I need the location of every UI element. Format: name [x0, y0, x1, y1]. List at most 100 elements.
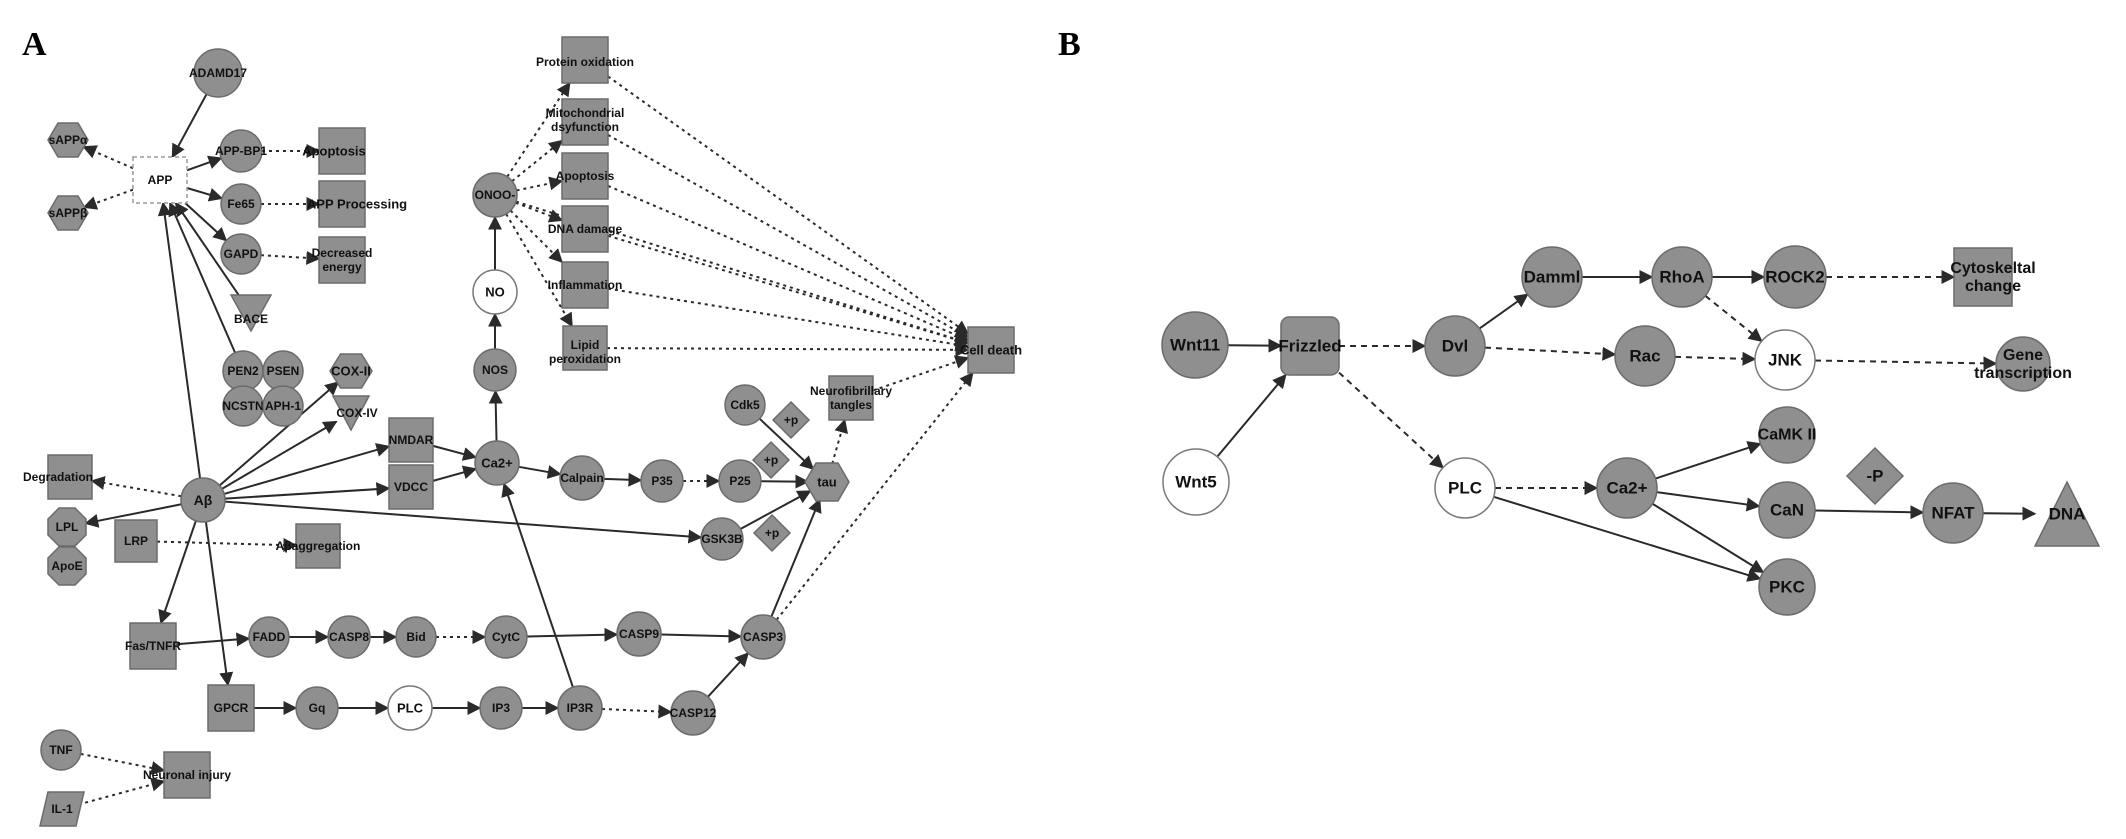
node-label-apoe: ApoE	[51, 559, 82, 573]
node-label-plcb: PLC	[1448, 479, 1482, 498]
node-ca2b: Ca2+	[1596, 457, 1658, 519]
edge-onoo-to-inflam	[509, 209, 563, 263]
node-shape-apoptosisa2	[561, 152, 609, 200]
node-label-can: CaN	[1770, 501, 1804, 520]
node-cdk5: Cdk5	[724, 384, 766, 426]
node-label-p25: P25	[729, 474, 751, 488]
node-shape-bid	[395, 616, 437, 658]
node-shape-no	[472, 269, 518, 315]
node-label-p35: P35	[651, 474, 673, 488]
node-shape-mitodys	[561, 98, 609, 146]
node-shape-il1	[39, 791, 85, 827]
node-label-neurinj: Neuronal injury	[143, 768, 231, 782]
node-ip3: IP3	[479, 686, 523, 730]
node-shape-p2	[751, 440, 791, 480]
node-shape-tau	[804, 462, 850, 502]
edge-onoo-to-mitodys	[511, 139, 564, 182]
node-gq: Gq	[295, 686, 339, 730]
edge-nmdar-to-ca2a	[432, 444, 478, 461]
node-gsk3b: GSK3B	[700, 517, 744, 561]
node-p1: +p	[771, 400, 811, 440]
node-label-abagg: Aβaggregation	[276, 539, 361, 553]
node-label-appbp1: APP-BP1	[215, 144, 267, 158]
node-label-pkc: PKC	[1769, 578, 1805, 597]
node-onoo: ONOO-	[472, 172, 518, 218]
node-shape-protox	[561, 36, 609, 84]
node-camk2: CaMK II	[1758, 406, 1816, 464]
node-shape-apoptosisa1	[318, 127, 366, 175]
node-neurinj: Neuronal injury	[143, 751, 231, 799]
node-label-psen: PSEN	[267, 364, 300, 378]
node-shape-casp9	[616, 611, 662, 657]
node-shape-p1	[771, 400, 811, 440]
node-shape-appbp1	[219, 129, 263, 173]
node-p35: P35	[640, 459, 684, 503]
node-abeta: Aβ	[180, 477, 226, 523]
node-casp8: CASP8	[327, 615, 371, 659]
node-label-nfat: NFAT	[1931, 504, 1975, 523]
edge-vdcc-to-ca2a	[432, 465, 478, 482]
edge-can-to-nfat	[1814, 505, 1925, 520]
edge-rhoa-to-jnk	[1704, 295, 1763, 343]
edge-onoo-to-lipidper	[505, 213, 573, 328]
node-label-nos: NOS	[482, 363, 508, 377]
edge-adamd17-to-app	[171, 93, 208, 159]
edge-abeta-to-nmdar	[223, 443, 391, 495]
edge-casp3-to-celldeath	[775, 371, 974, 621]
edge-neurotang-to-celldeath	[872, 355, 970, 392]
node-apoe: ApoE	[47, 546, 87, 586]
node-shape-abagg	[295, 523, 341, 569]
node-psen: PSEN	[262, 350, 304, 392]
node-label-degradation: Degradation	[23, 470, 93, 484]
node-appproc: APP Processing	[307, 180, 407, 228]
node-shape-casp3	[740, 614, 786, 660]
node-tnf: TNF	[40, 729, 82, 771]
node-ip3r: IP3R	[557, 685, 603, 731]
edge-app-to-gapd	[184, 202, 228, 242]
node-label-cox2: COX-II	[331, 364, 371, 379]
node-shape-pkc	[1758, 558, 1816, 616]
node-wnt11: Wnt11	[1161, 311, 1229, 379]
node-shape-bace	[229, 294, 273, 333]
node-shape-sappa	[47, 122, 89, 158]
node-shape-damml	[1521, 246, 1583, 308]
node-label-app: APP	[148, 173, 173, 187]
node-celldeath: Cell death	[960, 326, 1022, 374]
node-ca2a: Ca2+	[474, 440, 520, 486]
node-shape-decenergy	[318, 236, 366, 284]
node-label-wnt11: Wnt11	[1170, 336, 1220, 355]
edge-apoptosisa2-to-celldeath	[607, 184, 970, 342]
node-label-appproc: APP Processing	[307, 197, 407, 212]
edge-il1-to-neurinj	[78, 777, 166, 806]
edge-abeta-to-lpl	[84, 503, 182, 528]
edge-abeta-to-gpcr	[204, 521, 234, 687]
node-sappa: sAPPα	[47, 122, 89, 158]
node-shape-dna	[2033, 480, 2101, 547]
node-label-onoo: ONOO-	[475, 188, 516, 202]
edge-inflam-to-celldeath	[607, 287, 970, 352]
edge-lrp-to-abagg	[156, 538, 298, 553]
edge-gsk3b-to-tau	[739, 490, 812, 530]
edge-rac-to-jnk	[1674, 351, 1757, 366]
node-shape-neurinj	[163, 751, 211, 799]
node-label-ip3: IP3	[492, 701, 510, 715]
node-shape-p25	[718, 459, 762, 503]
node-label-protox: Protein oxidation	[536, 55, 634, 69]
node-label-ncstn: NCSTN	[222, 399, 263, 413]
edge-protox-to-celldeath	[607, 75, 970, 335]
edge-p25-to-tau	[760, 474, 810, 489]
node-label-dnadmg: DNA damage	[548, 222, 623, 236]
node-shape-tnf	[40, 729, 82, 771]
node-gapd: GAPD	[220, 233, 262, 275]
node-shape-gpcr	[207, 684, 255, 732]
node-label-p1: +p	[784, 413, 798, 427]
edge-ca2b-to-pkc	[1651, 502, 1765, 574]
node-label-rac: Rac	[1629, 347, 1660, 366]
